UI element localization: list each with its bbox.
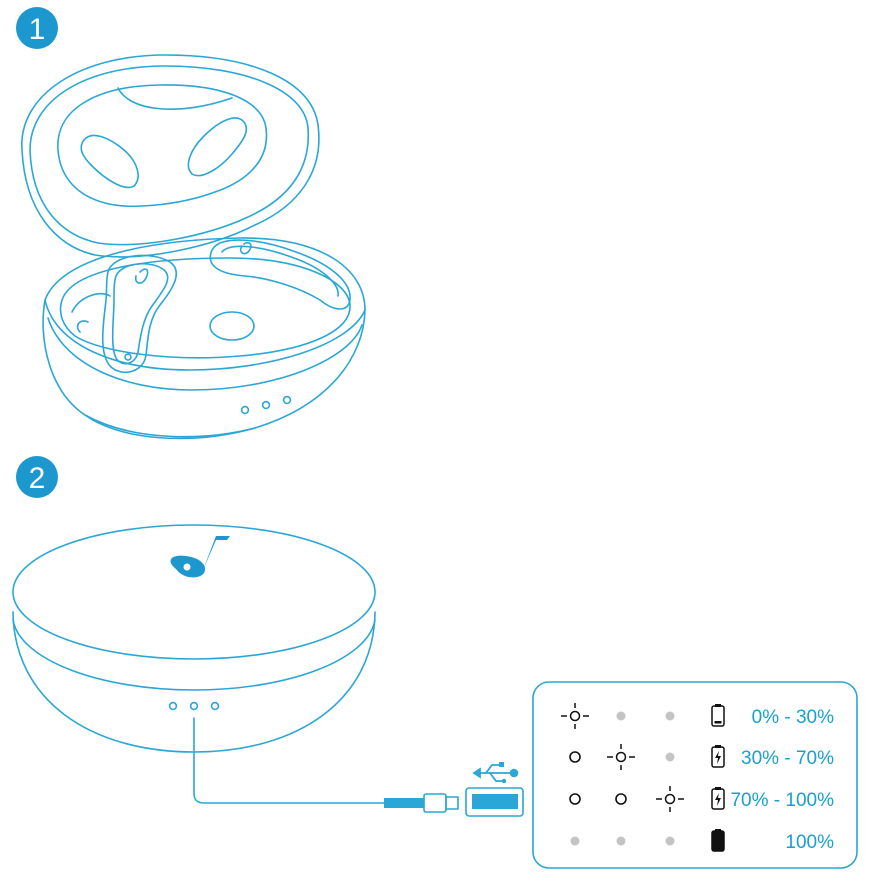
battery-level-label: 30% - 70% xyxy=(741,748,834,769)
led-off-icon xyxy=(570,836,580,846)
battery-low-icon xyxy=(711,704,725,727)
led-row: 0% - 30% xyxy=(561,703,834,729)
led-status-panel: 0% - 30% 30% - 70% 70% - 100% 100% xyxy=(532,681,858,869)
led-on-icon xyxy=(569,793,581,805)
led-row: 100% xyxy=(570,829,834,853)
led-off-icon xyxy=(616,836,626,846)
battery-charging-icon xyxy=(711,787,725,810)
battery-charging-icon xyxy=(711,745,725,768)
led-on-icon xyxy=(615,793,627,805)
led-row: 30% - 70% xyxy=(569,744,834,770)
battery-level-label: 100% xyxy=(785,832,834,853)
led-off-icon xyxy=(665,752,675,762)
led-blink-icon xyxy=(561,703,589,729)
step-2-number: 2 xyxy=(29,462,46,495)
battery-level-label: 0% - 30% xyxy=(752,707,834,728)
usb-icon xyxy=(472,762,519,784)
step-2-badge: 2 xyxy=(16,456,58,498)
step-1-badge: 1 xyxy=(16,7,58,49)
led-off-icon xyxy=(665,711,675,721)
battery-full-icon xyxy=(711,829,725,852)
battery-level-label: 70% - 100% xyxy=(730,790,834,811)
step-1-number: 1 xyxy=(29,13,46,46)
led-rows: 0% - 30% 30% - 70% 70% - 100% 100% xyxy=(561,703,834,853)
led-blink-icon xyxy=(607,744,635,770)
brand-logo xyxy=(170,536,230,578)
led-row: 70% - 100% xyxy=(569,786,834,812)
led-off-icon xyxy=(616,711,626,721)
led-off-icon xyxy=(665,836,675,846)
open-case-illustration xyxy=(21,54,366,440)
led-on-icon xyxy=(569,751,581,763)
led-blink-icon xyxy=(656,786,684,812)
closed-case-illustration xyxy=(12,524,524,817)
